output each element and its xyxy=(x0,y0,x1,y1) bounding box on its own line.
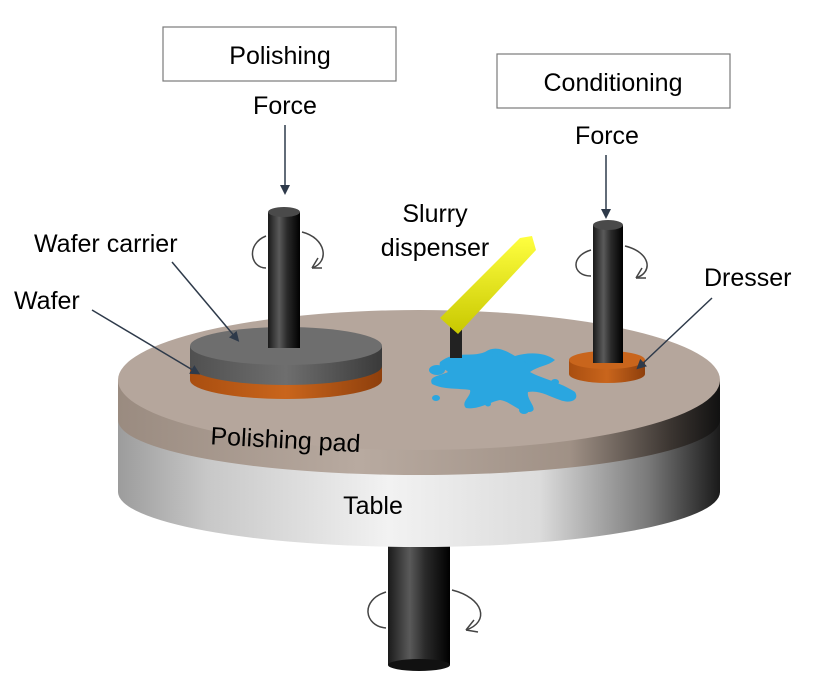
rotation-arrow-dresser xyxy=(575,245,648,279)
rotation-arrow-carrier xyxy=(251,231,324,269)
slurry-label-line1: Slurry xyxy=(402,200,468,228)
wafer-carrier-label: Wafer carrier xyxy=(34,230,178,258)
conditioning-box xyxy=(496,53,731,109)
pointer-dresser xyxy=(636,297,713,370)
slurry-label-line2: dispenser xyxy=(381,234,489,262)
dresser-shaft xyxy=(593,220,623,363)
carrier-shaft xyxy=(268,207,300,348)
polishing-box xyxy=(162,26,397,82)
dresser-label: Dresser xyxy=(704,264,792,292)
wafer-label: Wafer xyxy=(14,287,80,315)
pointer-wafer xyxy=(91,309,201,375)
slurry-dispenser xyxy=(440,236,536,358)
table-label: Table xyxy=(343,492,403,520)
force-label-left: Force xyxy=(253,92,317,120)
polishing-pad xyxy=(118,310,720,475)
slurry-splash xyxy=(429,348,577,414)
rotation-arrow-table xyxy=(367,589,482,633)
table-shaft xyxy=(388,530,450,671)
polishing-title: Polishing xyxy=(229,42,330,70)
conditioning-title: Conditioning xyxy=(544,69,683,97)
force-label-right: Force xyxy=(575,122,639,150)
pointer-wafer-carrier xyxy=(171,261,240,342)
